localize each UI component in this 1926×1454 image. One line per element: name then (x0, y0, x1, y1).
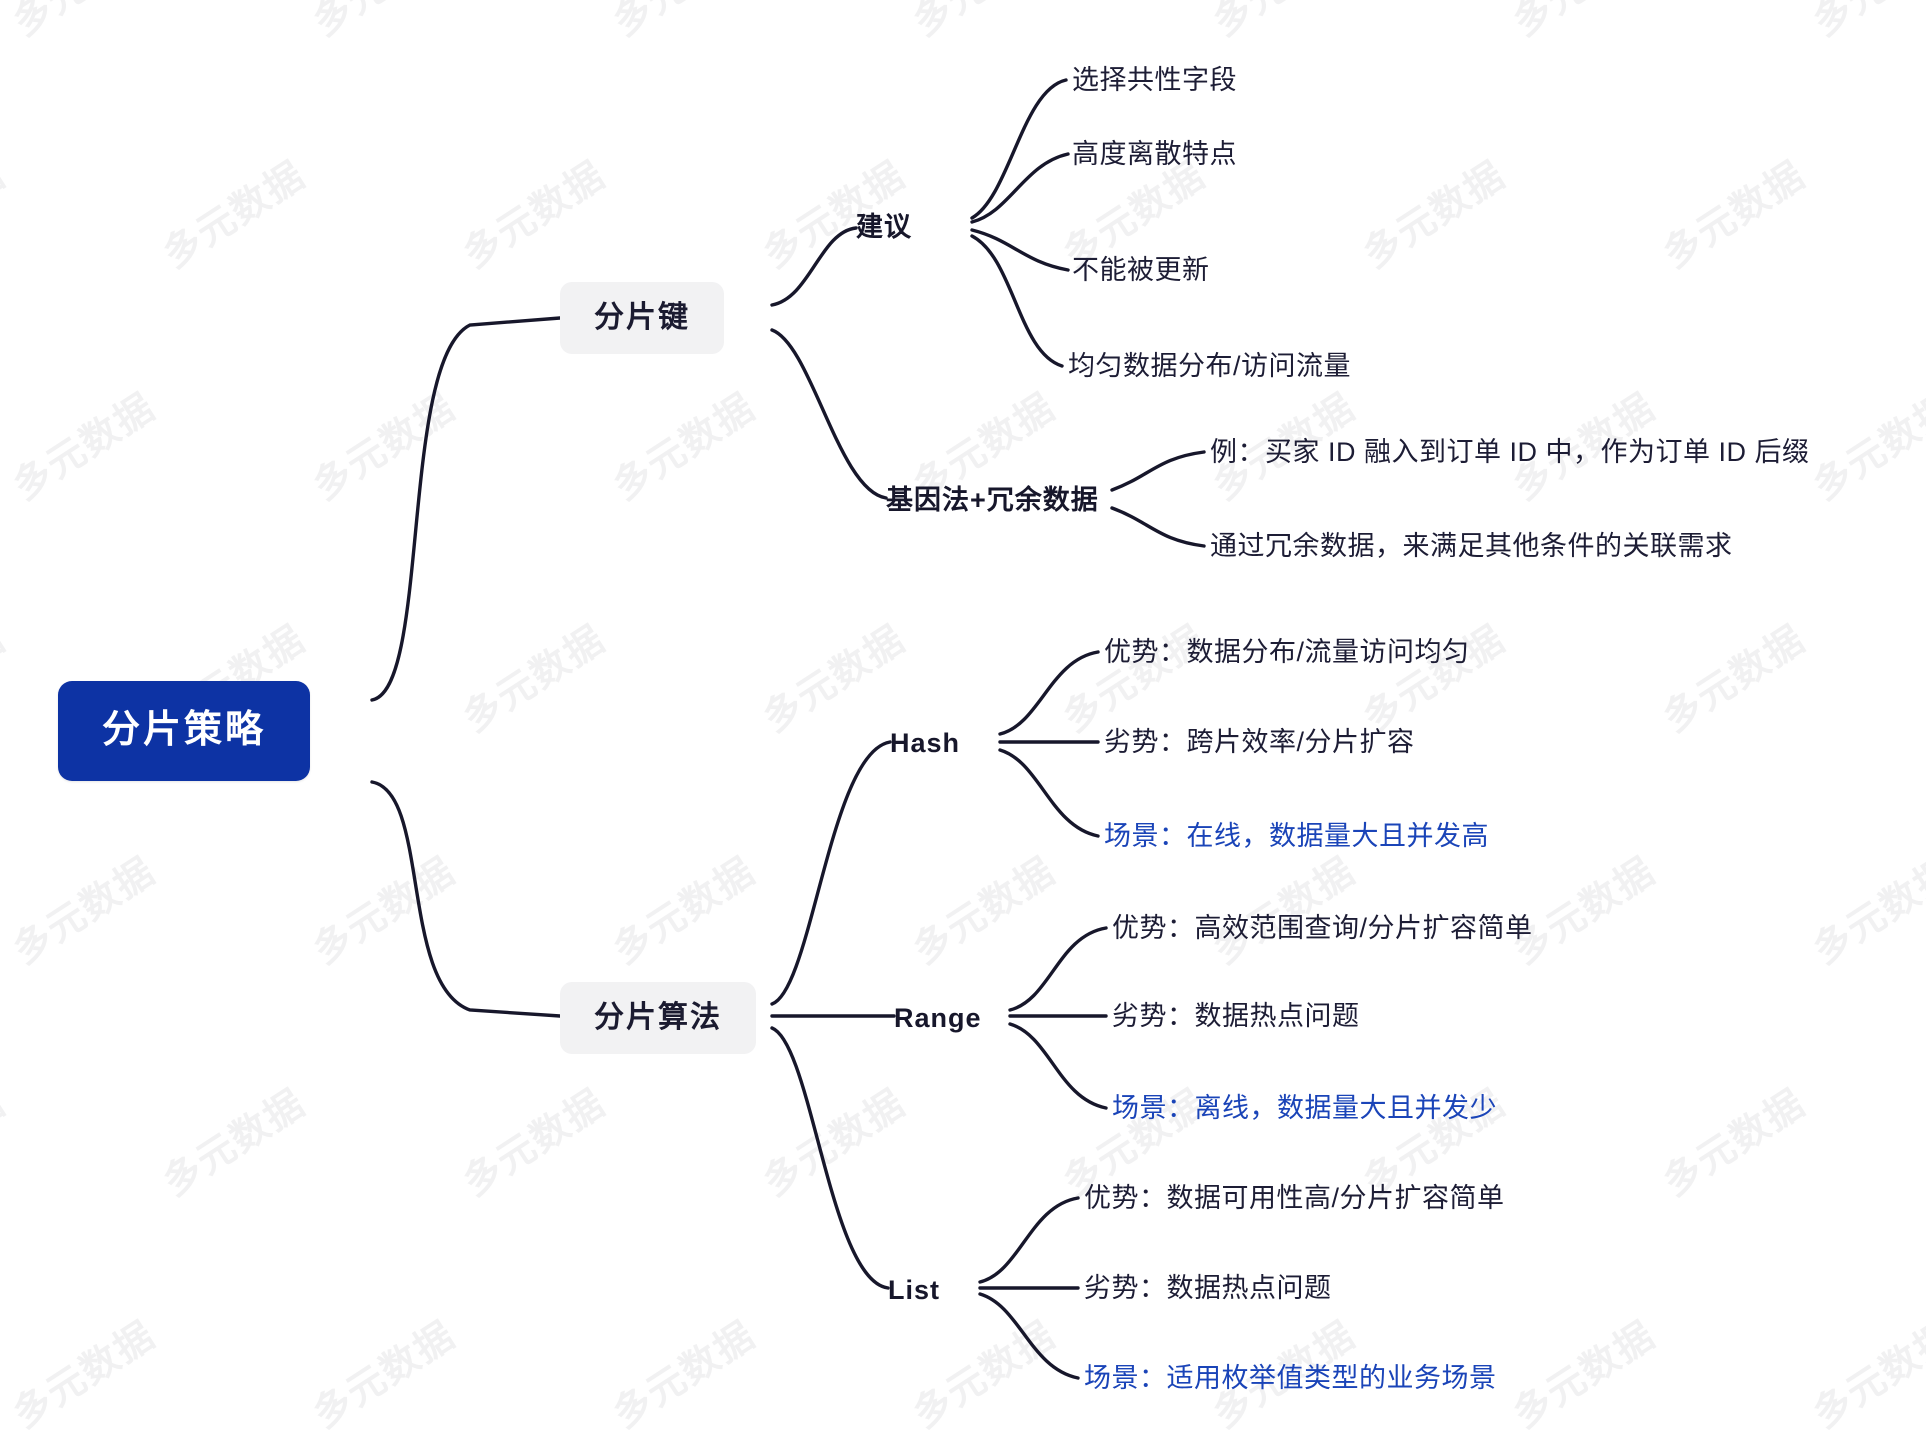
root-node[interactable]: 分片策略 (58, 681, 311, 781)
sub-node-suggestion[interactable]: 建议 (856, 212, 912, 242)
leaf-suggestion-3[interactable]: 均匀数据分布/访问流量 (1068, 351, 1352, 381)
leaf-gene-1[interactable]: 通过冗余数据，来满足其他条件的关联需求 (1210, 531, 1733, 561)
leaf-hash-1[interactable]: 劣势：跨片效率/分片扩容 (1104, 727, 1415, 757)
leaf-list-1[interactable]: 劣势：数据热点问题 (1084, 1273, 1332, 1303)
sub-node-hash[interactable]: Hash (890, 728, 961, 758)
branch-node-shard-key[interactable]: 分片键 (560, 282, 724, 354)
leaf-suggestion-1[interactable]: 高度离散特点 (1072, 139, 1237, 169)
leaf-range-0[interactable]: 优势：高效范围查询/分片扩容简单 (1112, 913, 1533, 943)
leaf-gene-0[interactable]: 例：买家 ID 融入到订单 ID 中，作为订单 ID 后缀 (1210, 437, 1810, 467)
leaf-list-0[interactable]: 优势：数据可用性高/分片扩容简单 (1084, 1183, 1505, 1213)
leaf-range-1[interactable]: 劣势：数据热点问题 (1112, 1001, 1360, 1031)
sub-node-range[interactable]: Range (894, 1003, 982, 1033)
sub-node-gene-redundant[interactable]: 基因法+冗余数据 (886, 485, 1099, 515)
sub-node-list[interactable]: List (888, 1275, 941, 1305)
leaf-suggestion-0[interactable]: 选择共性字段 (1072, 65, 1237, 95)
leaf-hash-2[interactable]: 场景：在线，数据量大且并发高 (1104, 821, 1489, 851)
branch-node-shard-algorithm[interactable]: 分片算法 (560, 982, 756, 1054)
leaf-range-2[interactable]: 场景：离线，数据量大且并发少 (1112, 1093, 1497, 1123)
leaf-hash-0[interactable]: 优势：数据分布/流量访问均匀 (1104, 637, 1470, 667)
leaf-list-2[interactable]: 场景：适用枚举值类型的业务场景 (1084, 1363, 1497, 1393)
leaf-suggestion-2[interactable]: 不能被更新 (1072, 255, 1210, 285)
